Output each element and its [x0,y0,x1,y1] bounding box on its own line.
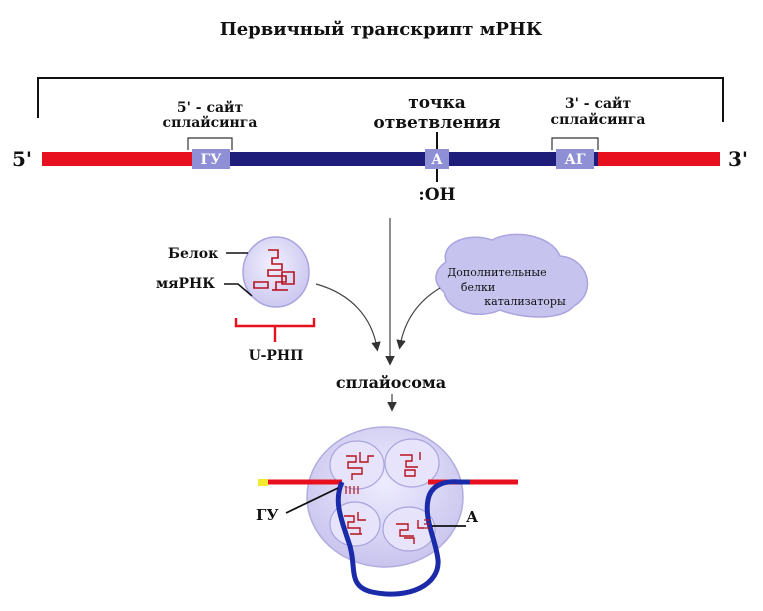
u-rnp-particle [242,236,310,308]
yellow-5prime-cap [258,479,268,486]
extra-proteins-line1: Дополнительные [447,266,546,279]
oh-label: :ОН [418,185,455,205]
ag-site-label: АГ [564,152,585,168]
extra-proteins-blob [435,233,589,318]
snrna-glyph [253,249,295,291]
gu-bottom-pointer [285,487,339,514]
protein-label: Белок [168,246,218,262]
right-curved-arrow [396,287,441,350]
snrna-pointer [224,283,253,297]
urnp-label: U-РНП [249,348,304,364]
pairing-ticks [345,486,430,529]
branch-point-box [425,149,449,169]
site3-bracket [551,137,599,150]
snrnp-top-right [384,438,440,488]
snrnp-bottom-left [329,501,381,547]
site5-bracket [187,137,233,150]
site3-label-line1: 3' - сайт [565,95,632,112]
gu-site-label: ГУ [200,152,222,168]
spliceosome-body [306,426,464,568]
exon-right [598,152,720,166]
site5-label-line2: сплайсинга [163,114,258,131]
ag-site-box [556,149,594,169]
spliceosome-label: сплайосома [336,373,446,392]
intron-lariat [335,479,470,597]
a-bottom-label: А [466,508,479,526]
branch-label-line2: ответвления [373,113,500,133]
intron-strand [192,152,598,166]
snrnp-bottom-right [382,506,436,552]
urnp-bracket [234,318,316,342]
spliceosome-rna-glyphs [344,452,424,544]
extra-proteins-line2: белки [461,281,495,294]
snrnp-top-left [329,440,385,490]
diagram-title: Первичный транскрипт мРНК [220,19,543,40]
gu-bottom-label: ГУ [256,506,279,524]
branch-point-label: А [431,152,443,168]
three-prime-end-label: 3' [728,147,748,171]
extra-proteins-line3: катализаторы [484,295,566,308]
site5-label-line1: 5' - сайт [177,99,244,116]
snrna-label: мяРНК [156,276,215,292]
transcript-bracket [37,77,724,122]
site3-label-line2: сплайсинга [551,111,646,128]
five-prime-end-label: 5' [12,147,32,171]
exon-left [42,152,192,166]
branch-label-line1: точка [408,93,466,113]
gu-site-box [192,149,230,169]
left-curved-arrow [315,283,381,352]
